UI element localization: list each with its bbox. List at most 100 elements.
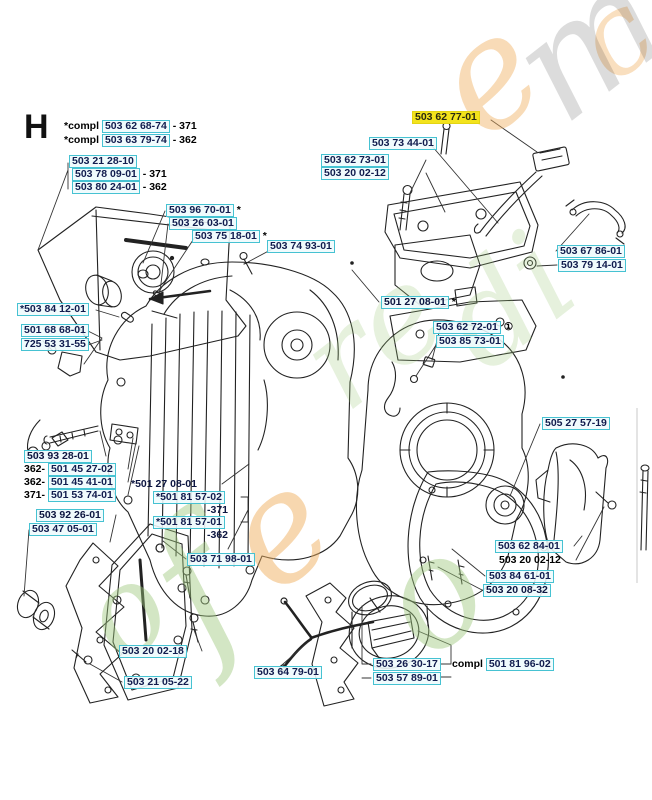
part-number: *501 81 57-02 bbox=[153, 491, 225, 504]
left-crankcase-half bbox=[100, 261, 359, 617]
part-label: *503 84 12-01 bbox=[17, 303, 89, 316]
part-number: 503 71 98-01 bbox=[187, 553, 255, 566]
part-label: 371- 501 53 74-01 bbox=[24, 489, 116, 502]
part-label: -371 bbox=[207, 504, 228, 516]
part-number: 503 92 26-01 bbox=[36, 509, 104, 522]
part-label: 503 20 02-12 bbox=[499, 554, 561, 566]
part-number: 503 26 03-01 bbox=[169, 217, 237, 230]
part-label: *compl 503 63 79-74 - 362 bbox=[64, 134, 197, 147]
part-label: *501 81 57-01 bbox=[153, 516, 225, 529]
part-label: 503 62 84-01 bbox=[495, 540, 563, 553]
part-number: 503 67 86-01 bbox=[557, 245, 625, 258]
hook-wire-part bbox=[383, 361, 401, 417]
part-number: 501 45 41-01 bbox=[47, 476, 116, 489]
right-crankcase-half bbox=[355, 286, 537, 606]
part-number: 503 26 30-17 bbox=[373, 658, 441, 671]
screw-part bbox=[182, 566, 192, 599]
part-label-prefix: compl bbox=[452, 658, 486, 670]
part-label-prefix: 362- bbox=[24, 463, 48, 475]
long-bolt-part bbox=[639, 464, 650, 551]
part-label: compl 501 81 96-02 bbox=[452, 658, 554, 671]
part-label: 503 20 08-32 bbox=[483, 584, 551, 597]
part-number: *501 81 57-01 bbox=[153, 516, 225, 529]
screw-part bbox=[71, 649, 93, 665]
part-number: 503 20 02-12 bbox=[499, 554, 561, 566]
part-label: 503 80 24-01 - 362 bbox=[72, 181, 167, 194]
part-label-suffix: * bbox=[448, 296, 456, 308]
handle-bracket-part bbox=[565, 199, 626, 245]
part-number: 503 74 93-01 bbox=[267, 240, 335, 253]
leader-lines bbox=[23, 119, 605, 683]
part-label: 503 21 28-10 bbox=[69, 155, 137, 168]
part-label: -362 bbox=[207, 529, 228, 541]
part-number: *501 27 08-01 bbox=[131, 478, 197, 490]
nut-and-washer bbox=[409, 356, 436, 384]
part-label-prefix: *compl bbox=[64, 120, 102, 132]
part-label: 501 27 08-01 * bbox=[381, 296, 456, 309]
part-label-suffix: * bbox=[259, 230, 267, 242]
part-label: 503 73 44-01 bbox=[369, 137, 437, 150]
part-number: 503 21 05-22 bbox=[124, 676, 192, 689]
part-label: 503 84 61-01 bbox=[486, 570, 554, 583]
part-label: 503 26 03-01 bbox=[169, 217, 237, 230]
gasket-part bbox=[407, 470, 549, 634]
part-label-suffix: ① bbox=[500, 321, 514, 333]
part-number: 501 68 68-01 bbox=[21, 324, 89, 337]
part-label-prefix: 371- bbox=[24, 489, 48, 501]
part-label: 505 27 57-19 bbox=[542, 417, 610, 430]
part-number: 501 81 96-02 bbox=[485, 658, 554, 671]
part-number: -371 bbox=[207, 504, 229, 516]
part-number: 503 21 28-10 bbox=[69, 155, 137, 168]
part-number-highlighted: 503 62 77-01 bbox=[412, 111, 480, 124]
part-number: 503 79 14-01 bbox=[558, 259, 626, 272]
part-label: 503 85 73-01 bbox=[436, 335, 504, 348]
part-number: 725 53 31-55 bbox=[21, 338, 89, 351]
part-label: 503 62 77-01 bbox=[412, 111, 480, 124]
part-label: 503 67 86-01 bbox=[557, 245, 625, 258]
part-number: 503 62 72-01 bbox=[433, 321, 501, 334]
part-number: 503 85 73-01 bbox=[436, 335, 504, 348]
part-label: 503 64 79-01 bbox=[254, 666, 322, 679]
guard-plate-part bbox=[37, 206, 247, 361]
part-label: 503 93 28-01 bbox=[24, 450, 92, 463]
part-number: 503 73 44-01 bbox=[369, 137, 437, 150]
part-number: 505 27 57-19 bbox=[542, 417, 610, 430]
part-label: *compl 503 62 68-74 - 371 bbox=[64, 120, 197, 133]
part-label: 503 20 02-18 bbox=[119, 645, 187, 658]
tensioner-part bbox=[43, 423, 139, 445]
part-label: 503 71 98-01 bbox=[187, 553, 255, 566]
side-cover-part bbox=[535, 443, 617, 565]
part-number: 503 57 89-01 bbox=[373, 672, 441, 685]
part-label: 362- 501 45 41-01 bbox=[24, 476, 116, 489]
part-number: 503 47 05-01 bbox=[29, 523, 97, 536]
part-label: 503 20 02-12 bbox=[321, 167, 389, 180]
part-label-suffix: - 362 bbox=[169, 134, 197, 146]
part-label-suffix: * bbox=[233, 204, 241, 216]
part-number: 503 78 09-01 bbox=[72, 168, 140, 181]
part-number: 503 20 08-32 bbox=[483, 584, 551, 597]
part-number: 503 20 02-12 bbox=[321, 167, 389, 180]
part-label-prefix: *compl bbox=[64, 134, 102, 146]
part-number: 503 93 28-01 bbox=[24, 450, 92, 463]
part-number: 503 75 18-01 bbox=[192, 230, 260, 243]
part-number: 503 62 84-01 bbox=[495, 540, 563, 553]
part-label: 503 26 30-17 bbox=[373, 658, 441, 671]
spike-bumper-part bbox=[65, 542, 125, 704]
part-label-prefix: 362- bbox=[24, 476, 48, 488]
page-letter: H bbox=[24, 108, 49, 146]
part-number: 503 64 79-01 bbox=[254, 666, 322, 679]
part-label: 503 78 09-01 - 371 bbox=[72, 168, 167, 181]
part-label: 503 79 14-01 bbox=[558, 259, 626, 272]
part-label: 503 74 93-01 bbox=[267, 240, 335, 253]
inner-plate-part bbox=[305, 582, 383, 707]
part-label: 503 57 89-01 bbox=[373, 672, 441, 685]
part-number: 503 20 02-18 bbox=[119, 645, 187, 658]
part-label: 503 47 05-01 bbox=[29, 523, 97, 536]
part-number: *503 84 12-01 bbox=[17, 303, 89, 316]
part-number: -362 bbox=[207, 529, 229, 541]
part-number: 501 53 74-01 bbox=[47, 489, 116, 502]
part-number: 503 96 70-01 bbox=[166, 204, 234, 217]
part-label-suffix: - 371 bbox=[169, 120, 197, 132]
